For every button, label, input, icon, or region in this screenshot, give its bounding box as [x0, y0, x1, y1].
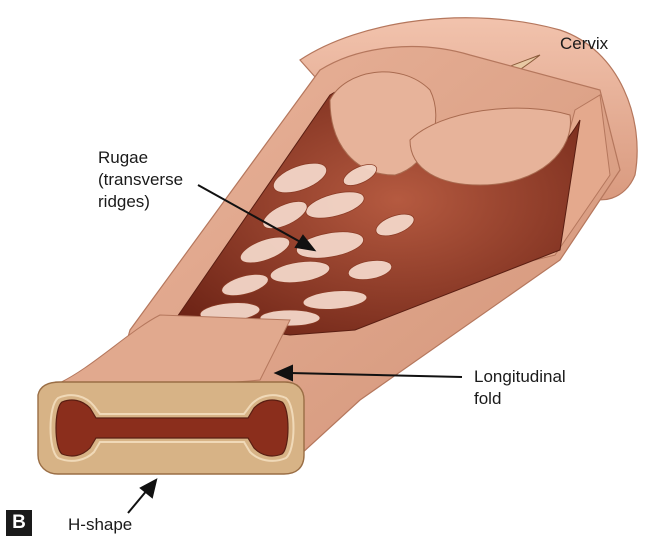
cervix-label: Cervix [560, 34, 608, 54]
cut-face-top [55, 315, 290, 385]
rugae-label-line1: Rugae [98, 148, 148, 168]
longitudinal-label-line2: fold [474, 389, 501, 409]
panel-letter-badge: B [6, 510, 32, 536]
rugae-label-line3: ridges) [98, 192, 150, 212]
longitudinal-label-line1: Longitudinal [474, 367, 566, 387]
rugae-label-line2: (transverse [98, 170, 183, 190]
hshape-label: H-shape [68, 515, 132, 535]
hshape-arrow-line [128, 489, 148, 513]
